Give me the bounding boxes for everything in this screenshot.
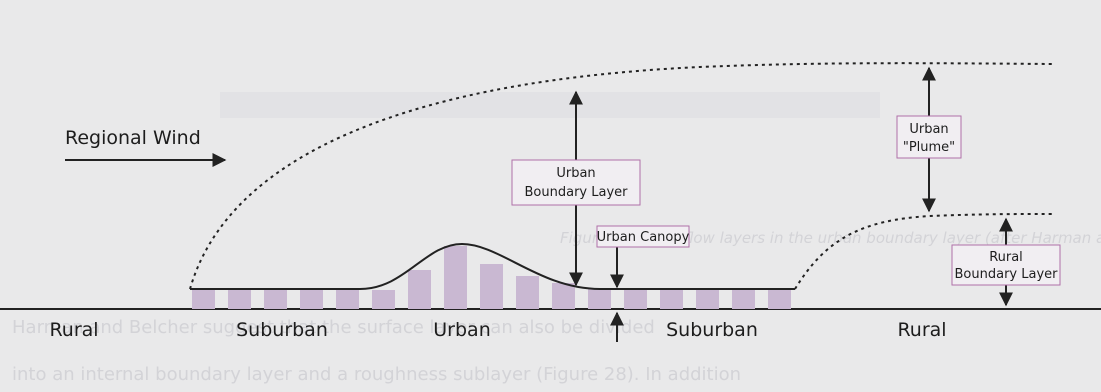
- building: [732, 290, 755, 309]
- building: [372, 290, 395, 309]
- building: [192, 290, 215, 309]
- building: [444, 246, 467, 309]
- background-caption: Figure 28: Wind flow layers in the urban…: [560, 229, 1101, 247]
- zone-label-suburban-left: Suburban: [236, 319, 328, 341]
- building: [336, 290, 359, 309]
- urban-boundary-layer-box: [511, 159, 641, 206]
- rural-boundary-layer-label-line-2: Boundary Layer: [955, 267, 1059, 282]
- building: [300, 290, 323, 309]
- urban-plume-label-line-1: Urban: [909, 122, 948, 137]
- regional-wind-label: Regional Wind: [65, 127, 201, 149]
- building: [264, 290, 287, 309]
- background-paragraph-line-2: into an internal boundary layer and a ro…: [12, 364, 741, 385]
- building: [588, 289, 611, 309]
- urban-plume-box: [896, 115, 962, 159]
- zone-label-urban: Urban: [433, 319, 490, 341]
- building: [516, 276, 539, 309]
- urban-boundary-layer-label-line-2: Boundary Layer: [525, 185, 629, 200]
- building: [660, 290, 683, 309]
- building: [408, 270, 431, 309]
- faint-figure-remnant: [220, 92, 880, 118]
- zone-label-suburban-right: Suburban: [666, 319, 758, 341]
- building: [552, 283, 575, 309]
- building: [624, 290, 647, 309]
- urban-boundary-layer-label-line-1: Urban: [556, 166, 595, 181]
- urban-canopy-label: Urban Canopy: [597, 230, 690, 245]
- building: [768, 290, 791, 309]
- urban-plume-label-line-2: "Plume": [903, 140, 955, 155]
- rural-boundary-layer-box: [951, 244, 1061, 286]
- urban-boundary-layer-curve: [189, 62, 1053, 290]
- zone-label-rural-left: Rural: [49, 319, 98, 341]
- building: [480, 264, 503, 309]
- zone-label-rural-right: Rural: [897, 319, 946, 341]
- rural-boundary-layer-label-line-1: Rural: [989, 250, 1023, 265]
- building: [228, 290, 251, 309]
- urban-canopy-box: [596, 225, 690, 248]
- building: [696, 290, 719, 309]
- buildings: [192, 246, 791, 309]
- rural-boundary-layer-curve: [794, 213, 1053, 290]
- urban-canopy-curve: [190, 242, 795, 290]
- background-paragraph-line-1: Harman and Belcher suggest that the surf…: [12, 317, 655, 338]
